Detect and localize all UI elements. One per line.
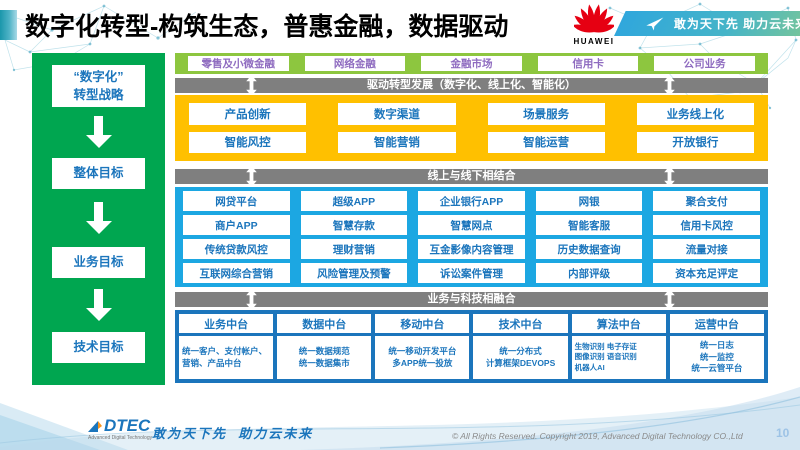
application-cell: 超级APP — [300, 191, 408, 211]
banner-label: 线上与线下相结合 — [427, 170, 516, 182]
platform-title: 运营中台 — [669, 314, 764, 333]
sidebar-step-business-goal: 业务目标 — [52, 247, 145, 278]
capability-cell: 开放银行 — [636, 131, 754, 153]
adtec-wordmark: DTEC — [104, 416, 151, 435]
platform-title: 算法中台 — [571, 314, 666, 333]
page-title: 数字化转型-构筑生态，普惠金融，数据驱动 — [25, 13, 509, 41]
application-cell: 传统贷款风控 — [183, 239, 290, 259]
updown-arrow-icon — [664, 166, 675, 187]
platform-column-data: 数据中台 统一数据规范 统一数据集市 — [277, 314, 372, 379]
capability-cell: 智能风控 — [189, 131, 307, 153]
application-cell: 聚合支付 — [653, 191, 760, 211]
business-line-cell: 金融市场 — [421, 56, 522, 71]
banner-label: 驱动转型发展（数字化、线上化、智能化） — [367, 79, 576, 91]
business-lines-row: 零售及小微金融 网络金融 金融市场 信用卡 公司业务 — [175, 53, 768, 74]
application-cell: 理财营销 — [300, 239, 408, 259]
strategy-sidebar: “数字化” 转型战略 整体目标 业务目标 技术目标 — [32, 53, 165, 385]
business-line-cell: 零售及小微金融 — [188, 56, 289, 71]
capability-cell: 产品创新 — [189, 103, 307, 125]
platform-title: 数据中台 — [277, 314, 372, 333]
capability-cell: 智能营销 — [338, 131, 456, 153]
down-arrow-icon — [85, 202, 112, 234]
application-cell: 信用卡风控 — [653, 215, 760, 235]
platform-column-business: 业务中台 统一客户、支付帐户、营销、产品中台 — [179, 314, 274, 379]
platform-column-algorithm: 算法中台 生物识别 电子存证 图像识别 语音识别 机器人AI — [571, 314, 666, 379]
platform-title: 业务中台 — [179, 314, 274, 333]
application-cell: 商户APP — [183, 215, 290, 235]
application-cell: 企业银行APP — [418, 191, 525, 211]
corner-accent-bar — [0, 10, 17, 40]
platform-column-operation: 运营中台 统一日志 统一监控 统一云管平台 — [669, 314, 764, 379]
platform-column-tech: 技术中台 统一分布式 计算框架DEVOPS — [473, 314, 568, 379]
application-cell: 资本充足评定 — [653, 263, 760, 283]
page-number: 10 — [776, 426, 790, 440]
huawei-wordmark: HUAWEI — [573, 37, 615, 46]
middle-platform-block: 业务中台 统一客户、支付帐户、营销、产品中台 数据中台 统一数据规范 统一数据集… — [175, 310, 768, 383]
platform-detail: 统一分布式 计算框架DEVOPS — [473, 336, 568, 379]
sidebar-step-overall-goal: 整体目标 — [52, 158, 145, 189]
platform-detail: 统一日志 统一监控 统一云管平台 — [669, 336, 764, 379]
business-line-cell: 网络金融 — [304, 56, 406, 71]
huawei-flower-icon — [572, 4, 616, 33]
application-cell: 智慧网点 — [418, 215, 525, 235]
application-cell: 内部评级 — [535, 263, 643, 283]
capability-cell: 数字渠道 — [338, 103, 456, 125]
application-cell: 历史数据查询 — [535, 239, 643, 259]
updown-arrow-icon — [246, 289, 257, 310]
capability-cell: 智能运营 — [487, 131, 605, 153]
sidebar-step-tech-goal: 技术目标 — [52, 332, 145, 363]
application-cell: 流量对接 — [653, 239, 760, 259]
copyright-text: © All Rights Reserved. Copyright 2019, A… — [452, 431, 743, 441]
platform-title: 移动中台 — [375, 314, 470, 333]
footer-slogan: 敢为天下先 助力云未来 — [152, 426, 314, 441]
updown-arrow-icon — [664, 75, 675, 96]
digital-capability-block: 产品创新 数字渠道 场景服务 业务线上化 智能风控 智能营销 智能运营 开放银行 — [175, 95, 768, 161]
banner-label: 业务与科技相融合 — [427, 293, 516, 305]
adtec-arrow-icon — [88, 421, 102, 432]
application-block: 网贷平台 超级APP 企业银行APP 网银 聚合支付 商户APP 智慧存款 智慧… — [175, 187, 768, 287]
down-arrow-icon — [85, 289, 112, 321]
banner-online-offline: 线上与线下相结合 — [175, 166, 768, 187]
application-cell: 网贷平台 — [183, 191, 290, 211]
capability-cell: 业务线上化 — [636, 103, 754, 125]
application-cell: 网银 — [535, 191, 643, 211]
down-arrow-icon — [85, 116, 112, 148]
ribbon-slogan: 敢为天下先 助力云未来 — [673, 17, 800, 31]
updown-arrow-icon — [246, 166, 257, 187]
main-diagram: 零售及小微金融 网络金融 金融市场 信用卡 公司业务 驱动转型发展（数字化、线上… — [175, 53, 768, 383]
platform-detail: 生物识别 电子存证 图像识别 语音识别 机器人AI — [571, 336, 666, 379]
huawei-logo: HUAWEI — [571, 4, 617, 46]
business-line-cell: 公司业务 — [654, 56, 755, 71]
adtec-logo: DTEC Advanced Digital Technology — [88, 417, 152, 441]
application-cell: 智能客服 — [535, 215, 643, 235]
application-cell: 诉讼案件管理 — [418, 263, 525, 283]
application-cell: 风险管理及预警 — [300, 263, 408, 283]
adtec-tagline: Advanced Digital Technology — [88, 435, 153, 441]
business-line-cell: 信用卡 — [537, 56, 639, 71]
sidebar-step-strategy: “数字化” 转型战略 — [52, 65, 145, 107]
platform-detail: 统一移动开发平台 多APP统一投放 — [375, 336, 470, 379]
platform-title: 技术中台 — [473, 314, 568, 333]
platform-column-mobile: 移动中台 统一移动开发平台 多APP统一投放 — [375, 314, 470, 379]
updown-arrow-icon — [664, 289, 675, 310]
banner-business-tech-fusion: 业务与科技相融合 — [175, 289, 768, 310]
application-cell: 互金影像内容管理 — [418, 239, 525, 259]
platform-detail: 统一数据规范 统一数据集市 — [277, 336, 372, 379]
application-cell: 互联网综合营销 — [183, 263, 290, 283]
banner-drive-transformation: 驱动转型发展（数字化、线上化、智能化） — [175, 75, 768, 96]
platform-detail: 统一客户、支付帐户、营销、产品中台 — [179, 336, 274, 379]
capability-cell: 场景服务 — [487, 103, 605, 125]
paper-plane-icon — [646, 17, 664, 30]
header-ribbon: 敢为天下先 助力云未来 — [614, 11, 800, 36]
application-cell: 智慧存款 — [300, 215, 408, 235]
updown-arrow-icon — [246, 75, 257, 96]
